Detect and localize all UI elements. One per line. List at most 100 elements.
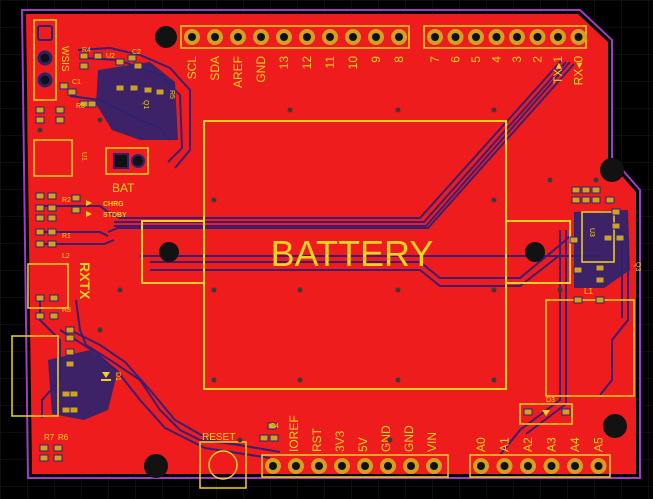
u1-outline [33,139,73,177]
trace-right-a [499,230,561,456]
via [547,177,553,183]
pin-label: RX◂0 [572,56,586,86]
smd-pad [127,54,137,62]
reset-label: RESET [202,432,235,443]
pin-label: 5V [356,437,370,452]
header-pad-hole [472,33,480,41]
refdes-d3: D3 [546,397,555,404]
via [395,287,401,293]
smd-pad [571,196,581,204]
header-pads [184,29,607,474]
smd-pad [581,196,591,204]
bat-connector-pads [113,153,145,169]
switch-pads [37,25,53,88]
refdes-q3: Q3 [634,262,641,271]
pin-label: A1 [498,437,512,452]
bat-connector-outline [105,147,149,175]
refdes-r8: R8 [62,307,71,314]
smd-pad [59,82,69,90]
header-pad-hole [513,33,521,41]
header-pad-hole [257,33,265,41]
smd-pad [61,406,71,414]
pin-label: 3 [510,56,524,63]
header-pad-hole [395,33,403,41]
silk-labels: WSIS BAT RESET RXTX CHRG STDBY R4 U2 C2 … [44,46,641,443]
smd-pad [571,186,581,194]
refdes-l2: L2 [62,253,70,260]
pin-label: A5 [592,437,606,452]
header-pad-hole [372,33,380,41]
header-pad-hole [188,33,196,41]
via [491,197,497,203]
smd-pad [611,208,621,216]
pin-label: A4 [568,437,582,452]
header-pad-hole [349,33,357,41]
header-pad-hole [407,462,415,470]
smd-pad [93,52,103,60]
header-pad-hole [571,462,579,470]
pin-label: GND [254,56,268,83]
header-bottom-analog[interactable] [469,454,611,478]
pin-label: 11 [323,56,337,69]
smd-pad [595,264,605,272]
trace-tx-inner [114,61,567,223]
pin-label: SCL [185,56,199,80]
refdes-r4: R4 [82,47,91,54]
smd-pad [591,186,601,194]
pin-label: 13 [277,56,291,70]
header-pad-hole [303,33,311,41]
smd-pad [65,348,75,356]
header-pad-hole [533,33,542,41]
refdes-r5: R5 [168,90,175,99]
header-top-left[interactable] [180,25,410,49]
smd-pad [39,454,49,462]
smd-pad [595,296,605,304]
trace-rx-diagonal [107,63,575,233]
refdes-r7: R7 [44,433,55,442]
pin-label: 6 [449,56,463,63]
smd-pad [35,116,45,124]
pin-label: 5 [469,56,483,63]
via [557,287,563,293]
smd-pad [71,206,81,214]
smd-pad [35,294,45,302]
switch-outline [33,19,57,101]
header-pad-hole [338,462,346,470]
q3-outline [581,211,615,263]
smd-pad [55,116,65,124]
rxtx-label: RXTX [77,262,93,300]
smd-pads [35,52,625,462]
smd-pad [65,334,75,342]
header-pad-hole [315,462,323,470]
smd-pad [69,406,79,414]
mount-hole-right-upper [600,158,624,182]
pin-label: 10 [346,56,360,70]
smd-pad [47,214,57,222]
smd-pad [35,240,45,248]
smd-pad [115,84,125,92]
via [395,377,401,383]
battery-hole-right [525,242,545,262]
pin-label: A3 [545,437,559,452]
via [97,117,103,123]
smd-pad [561,408,571,416]
smd-pad [523,408,533,416]
pin-label: GND [402,425,416,452]
pin-label: AREF [231,56,245,88]
l1-outline [545,299,635,397]
header-pad-hole [431,33,439,41]
trace-tx-diagonal [107,59,563,219]
via [211,377,217,383]
smd-pad [573,266,583,274]
smd-pad [35,106,45,114]
trace-ul-d [40,205,109,213]
smd-pad [115,58,125,66]
pin-label: 9 [369,56,383,63]
smd-pad [267,422,277,430]
smd-pad [49,294,59,302]
header-bottom-power[interactable] [261,454,449,478]
smd-pad [55,106,65,114]
